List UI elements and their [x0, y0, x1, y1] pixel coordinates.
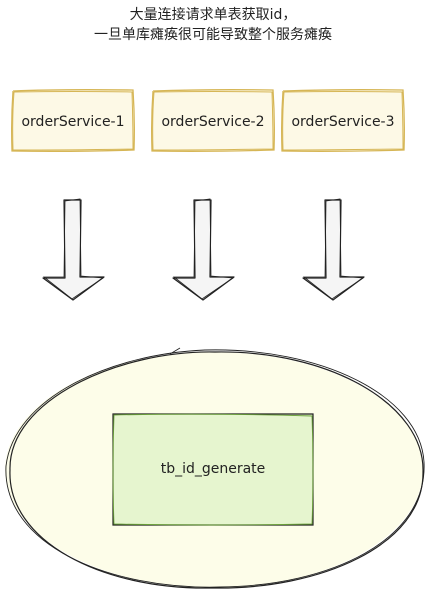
service-label-3: orderService-3	[291, 114, 394, 130]
caption-line-2: 一旦单库瘫痪很可能导致整个服务瘫痪	[94, 27, 332, 43]
table-label: tb_id_generate	[161, 461, 266, 477]
service-node-2[interactable]: orderService-2	[151, 89, 275, 152]
caption-line-1: 大量连接请求单表获取id，	[129, 7, 297, 23]
diagram-caption: 大量连接请求单表获取id， 一旦单库瘫痪很可能导致整个服务瘫痪	[0, 5, 426, 45]
service-node-3[interactable]: orderService-3	[281, 89, 405, 152]
arrow-service-3-to-db	[302, 198, 365, 301]
service-label-2: orderService-2	[161, 114, 264, 130]
table-node[interactable]: tb_id_generate	[112, 413, 314, 526]
service-label-1: orderService-1	[21, 114, 124, 130]
service-node-1[interactable]: orderService-1	[11, 89, 135, 152]
arrow-service-2-to-db	[172, 198, 235, 301]
arrow-service-1-to-db	[42, 198, 105, 301]
